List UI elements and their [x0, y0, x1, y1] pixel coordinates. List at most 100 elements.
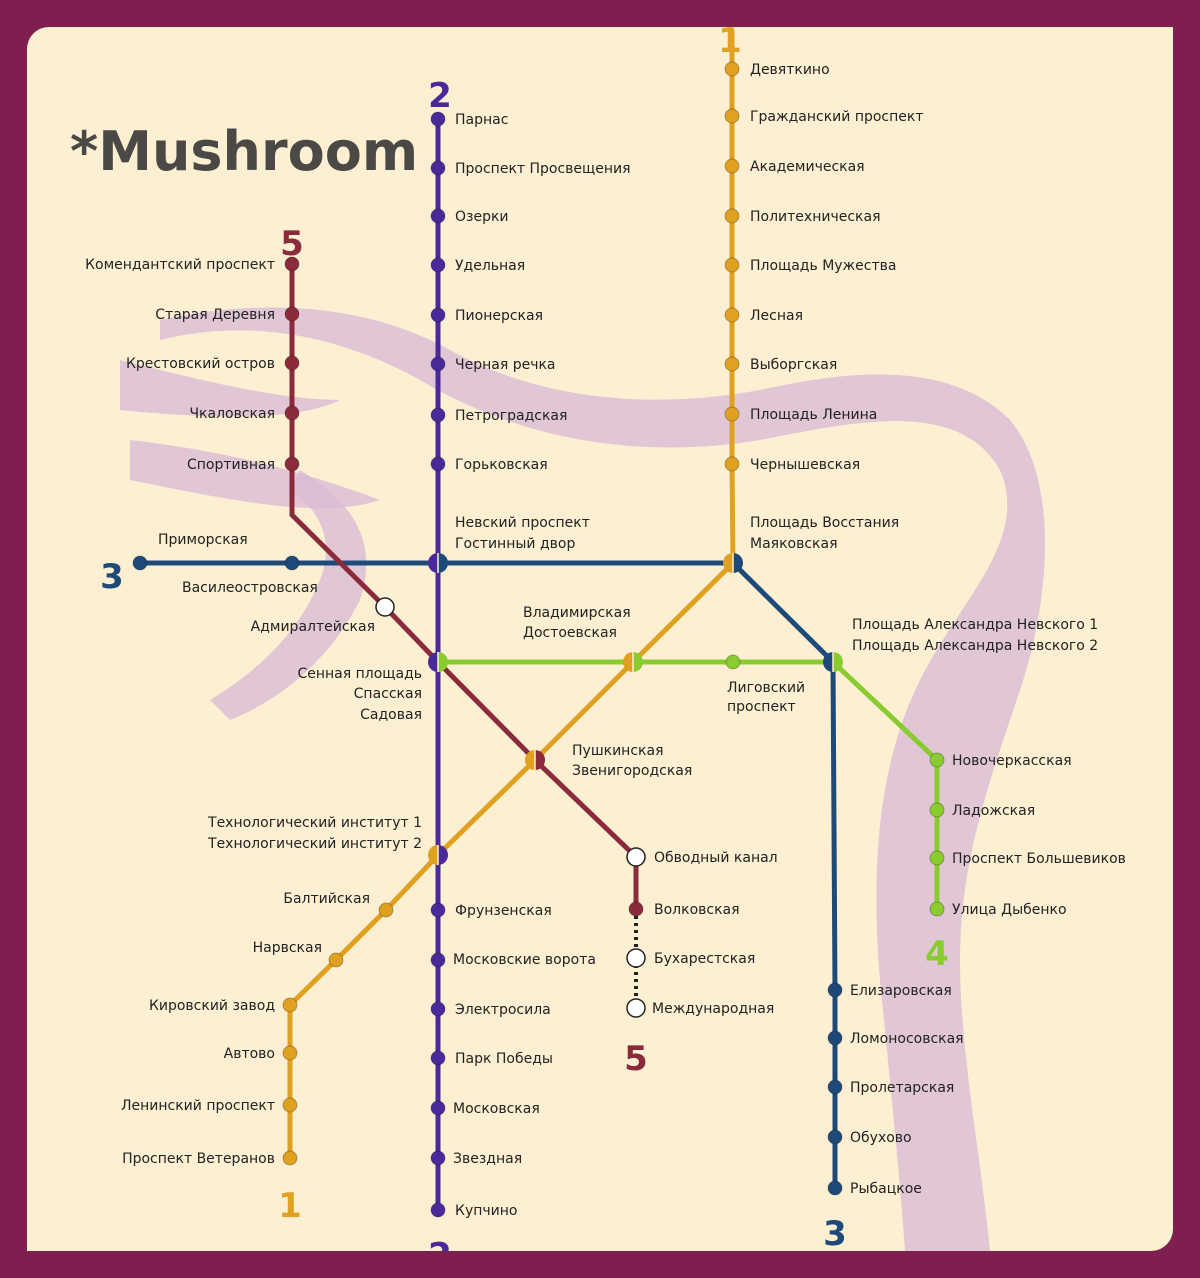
transfer-station-marker[interactable]	[428, 845, 438, 865]
transfer-station-marker[interactable]	[438, 845, 448, 865]
station-marker[interactable]	[430, 1001, 446, 1017]
station-marker[interactable]	[724, 257, 740, 273]
station-label[interactable]: Елизаровская	[850, 983, 952, 999]
station-marker[interactable]	[430, 1050, 446, 1066]
station-marker[interactable]	[284, 555, 300, 571]
station-marker[interactable]	[724, 208, 740, 224]
station-label[interactable]: Купчино	[455, 1203, 517, 1219]
station-marker[interactable]	[284, 256, 300, 272]
station-label[interactable]: Площадь Восстания	[750, 515, 899, 531]
station-marker[interactable]	[827, 1079, 843, 1095]
station-label[interactable]: Пионерская	[455, 308, 543, 324]
station-marker[interactable]	[430, 111, 446, 127]
station-label[interactable]: Чернышевская	[750, 457, 860, 473]
station-marker[interactable]	[284, 405, 300, 421]
station-marker[interactable]	[430, 1150, 446, 1166]
transfer-station-marker[interactable]	[525, 750, 535, 770]
transfer-station-marker[interactable]	[438, 652, 448, 672]
station-label[interactable]: Петроградская	[455, 408, 567, 424]
station-label[interactable]: Спасская	[354, 686, 422, 702]
station-label[interactable]: Фрунзенская	[455, 903, 552, 919]
station-label[interactable]: Политехническая	[750, 209, 880, 225]
station-label[interactable]: Площадь Мужества	[750, 258, 896, 274]
station-label[interactable]: Площадь Александра Невского 2	[852, 638, 1098, 654]
station-marker[interactable]	[827, 1180, 843, 1196]
station-label[interactable]: Новочеркасская	[952, 753, 1072, 769]
station-label[interactable]: Маяковская	[750, 536, 838, 552]
transfer-station-marker[interactable]	[428, 553, 438, 573]
station-marker[interactable]	[827, 982, 843, 998]
station-marker[interactable]	[430, 257, 446, 273]
station-label[interactable]: Невский проспект	[455, 515, 590, 531]
station-marker[interactable]	[284, 456, 300, 472]
station-label[interactable]: Комендантский проспект	[85, 257, 275, 273]
station-label[interactable]: Садовая	[360, 707, 422, 723]
station-label[interactable]: Черная речка	[455, 357, 556, 373]
station-marker[interactable]	[724, 356, 740, 372]
station-label[interactable]: Бухарестская	[654, 951, 755, 967]
station-marker[interactable]	[430, 160, 446, 176]
transfer-station-marker[interactable]	[428, 652, 438, 672]
station-marker[interactable]	[626, 998, 646, 1018]
station-label[interactable]: Звездная	[453, 1151, 522, 1167]
station-marker[interactable]	[430, 356, 446, 372]
station-marker[interactable]	[430, 456, 446, 472]
station-marker[interactable]	[724, 406, 740, 422]
station-label[interactable]: Гостинный двор	[455, 536, 575, 552]
transfer-station-marker[interactable]	[733, 553, 743, 573]
station-marker[interactable]	[626, 847, 646, 867]
station-marker[interactable]	[430, 952, 446, 968]
station-label[interactable]: Озерки	[455, 209, 509, 225]
station-label[interactable]: Волковская	[654, 902, 740, 918]
station-marker[interactable]	[929, 752, 945, 768]
station-label[interactable]: Технологический институт 2	[207, 836, 422, 852]
station-label[interactable]: Крестовский остров	[126, 356, 275, 372]
station-label[interactable]: Кировский завод	[149, 998, 275, 1014]
station-marker[interactable]	[282, 1045, 298, 1061]
station-label[interactable]: Проспект Просвещения	[455, 161, 631, 177]
station-label[interactable]: Владимирская	[523, 605, 631, 621]
station-label[interactable]: Нарвская	[253, 940, 322, 956]
station-label[interactable]: Проспект Ветеранов	[122, 1151, 275, 1167]
station-marker[interactable]	[328, 952, 344, 968]
station-marker[interactable]	[430, 307, 446, 323]
station-marker[interactable]	[626, 948, 646, 968]
station-label[interactable]: Горьковская	[455, 457, 548, 473]
station-label[interactable]: Электросила	[455, 1002, 551, 1018]
station-label[interactable]: Ломоносовская	[850, 1031, 964, 1047]
station-label[interactable]: Удельная	[455, 258, 525, 274]
station-marker[interactable]	[724, 307, 740, 323]
station-marker[interactable]	[827, 1129, 843, 1145]
station-label[interactable]: Сенная площадь	[297, 666, 422, 682]
transfer-station-marker[interactable]	[833, 652, 843, 672]
station-label[interactable]: Площадь Александра Невского 1	[852, 617, 1098, 633]
transfer-station-marker[interactable]	[723, 553, 733, 573]
station-label[interactable]: Парк Победы	[455, 1051, 553, 1067]
station-label[interactable]: Автово	[224, 1046, 275, 1062]
transfer-station-marker[interactable]	[623, 652, 633, 672]
station-label[interactable]: Московская	[453, 1101, 540, 1117]
station-label[interactable]: Международная	[652, 1001, 774, 1017]
station-label[interactable]: Василеостровская	[182, 580, 318, 596]
station-label[interactable]: Чкаловская	[189, 406, 275, 422]
station-label[interactable]: Пролетарская	[850, 1080, 954, 1096]
station-marker[interactable]	[929, 901, 945, 917]
station-marker[interactable]	[430, 902, 446, 918]
station-label[interactable]: Спортивная	[187, 457, 275, 473]
station-label[interactable]: Ленинский проспект	[121, 1098, 275, 1114]
transfer-station-marker[interactable]	[438, 553, 448, 573]
station-marker[interactable]	[284, 306, 300, 322]
station-marker[interactable]	[430, 1202, 446, 1218]
station-marker[interactable]	[282, 1097, 298, 1113]
station-marker[interactable]	[725, 654, 741, 670]
station-label[interactable]: Академическая	[750, 159, 865, 175]
station-label[interactable]: Обухово	[850, 1130, 912, 1146]
transfer-station-marker[interactable]	[823, 652, 833, 672]
station-label[interactable]: Московские ворота	[453, 952, 596, 968]
station-marker[interactable]	[132, 555, 148, 571]
station-marker[interactable]	[929, 802, 945, 818]
station-marker[interactable]	[430, 208, 446, 224]
station-label[interactable]: Балтийская	[283, 891, 370, 907]
station-label[interactable]: Рыбацкое	[850, 1181, 922, 1197]
station-label[interactable]: Технологический институт 1	[207, 815, 422, 831]
